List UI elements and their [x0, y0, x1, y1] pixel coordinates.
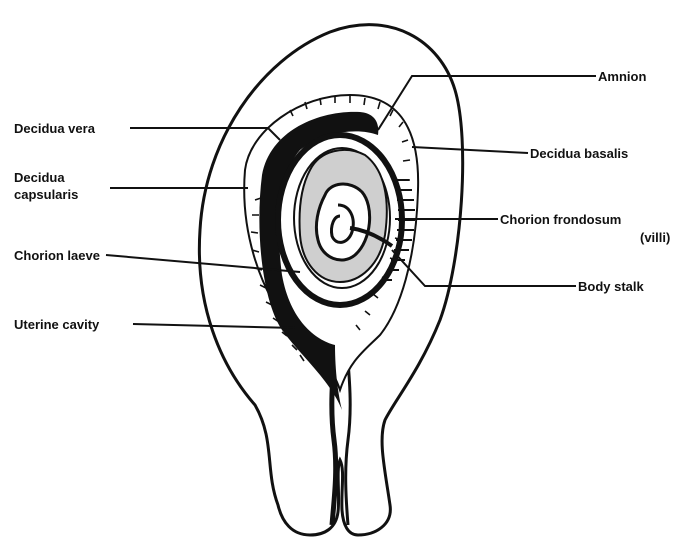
label-chorion-frondosum-2: (villi)	[640, 230, 670, 245]
label-amnion: Amnion	[598, 69, 646, 84]
label-chorion-frondosum-1: Chorion frondosum	[500, 212, 621, 227]
label-decidua-capsularis-2: capsularis	[14, 187, 78, 202]
label-decidua-vera: Decidua vera	[14, 121, 96, 136]
label-decidua-basalis: Decidua basalis	[530, 146, 628, 161]
label-decidua-capsularis-1: Decidua	[14, 170, 65, 185]
decidua-basalis-leader	[412, 147, 528, 153]
body-stalk-leader	[392, 250, 576, 286]
uterine-cavity-leader	[133, 324, 295, 328]
label-body-stalk: Body stalk	[578, 279, 645, 294]
amnion-leader	[378, 76, 596, 130]
decidua-vera-leader	[130, 128, 280, 140]
label-chorion-laeve: Chorion laeve	[14, 248, 100, 263]
label-uterine-cavity: Uterine cavity	[14, 317, 100, 332]
amnion-sac	[316, 184, 369, 260]
